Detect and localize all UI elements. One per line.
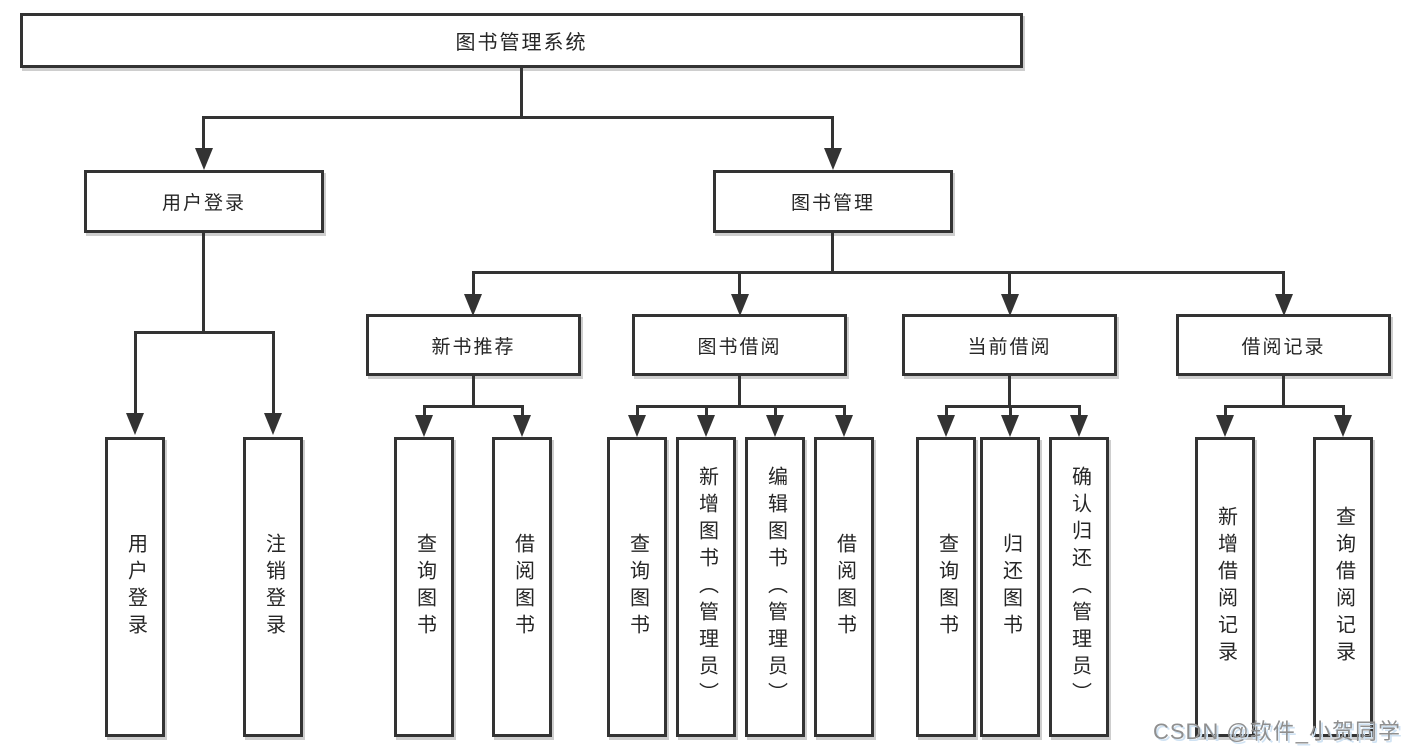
- arrow-down-icon: [697, 415, 715, 437]
- leaf-borrow-book-recommend: 借阅图书: [492, 437, 552, 737]
- node-current-borrow-label: 当前借阅: [967, 336, 1052, 358]
- connector-leaf-stem: [423, 405, 426, 417]
- node-new-book-recommend-label: 新书推荐: [431, 336, 516, 358]
- node-user-login-label: 用户登录: [161, 193, 246, 214]
- connector-leaf-stem: [843, 405, 846, 417]
- node-book-management: 图书管理: [713, 170, 953, 233]
- connector-user-login-stem: [202, 233, 205, 334]
- connector-to-borrow-record: [1282, 271, 1285, 296]
- leaf-add-book-admin: 新增图书（管理员）: [676, 437, 736, 737]
- node-borrow-record: 借阅记录: [1176, 314, 1391, 376]
- leaf-add-borrow-record: 新增借阅记录: [1195, 437, 1255, 737]
- connector-leaf-stem: [945, 405, 948, 417]
- connector-leaf-stem: [705, 405, 708, 417]
- connector-leaf-stem: [521, 405, 524, 417]
- arrow-down-icon: [195, 148, 213, 170]
- node-book-borrow-label: 图书借阅: [697, 336, 782, 358]
- arrow-down-icon: [628, 415, 646, 437]
- connector-book-borrow-stem: [738, 376, 741, 407]
- arrow-down-icon: [766, 415, 784, 437]
- node-book-management-label: 图书管理: [790, 193, 875, 214]
- node-borrow-record-label: 借阅记录: [1241, 336, 1326, 358]
- connector-new-book-recommend-stem: [472, 376, 475, 407]
- connector-leaf-stem: [1224, 405, 1227, 417]
- arrow-down-icon: [937, 415, 955, 437]
- arrow-down-icon: [835, 415, 853, 437]
- connector-leaf-stem: [1009, 405, 1012, 417]
- arrow-down-icon: [1070, 415, 1088, 437]
- connector-leaf-stem: [1078, 405, 1081, 417]
- csdn-watermark: CSDN @软件_小贺同学: [1152, 719, 1401, 744]
- connector-leaf-stem: [1342, 405, 1345, 417]
- connector-to-user-login: [202, 116, 205, 150]
- connector-book-management-crossbar: [472, 271, 1285, 274]
- leaf-query-book-current: 查询图书: [916, 437, 976, 737]
- connector-borrow-record-stem: [1282, 376, 1285, 407]
- node-root-label: 图书管理系统: [455, 32, 588, 54]
- connector-to-new-book-recommend: [472, 271, 475, 296]
- connector-current-borrow-stem: [1008, 376, 1011, 407]
- leaf-edit-book-admin: 编辑图书（管理员）: [745, 437, 805, 737]
- leaf-query-book-borrow: 查询图书: [607, 437, 667, 737]
- arrow-down-icon: [1216, 415, 1234, 437]
- leaf-logout-login: 注销登录: [243, 437, 303, 737]
- connector-leaf-stem: [636, 405, 639, 417]
- arrow-down-icon: [731, 294, 749, 316]
- leaf-user-login: 用户登录: [105, 437, 165, 737]
- connector-current-borrow-crossbar: [945, 405, 1081, 408]
- leaf-confirm-return-admin: 确认归还（管理员）: [1049, 437, 1109, 737]
- arrow-down-icon: [464, 294, 482, 316]
- node-user-login: 用户登录: [84, 170, 324, 233]
- arrow-down-icon: [513, 415, 531, 437]
- connector-book-borrow-crossbar: [636, 405, 846, 408]
- leaf-query-borrow-record: 查询借阅记录: [1313, 437, 1373, 737]
- connector-root-crossbar: [203, 116, 834, 119]
- connector-to-book-management: [831, 116, 834, 150]
- connector-root-stem: [520, 68, 523, 118]
- arrow-down-icon: [1275, 294, 1293, 316]
- arrow-down-icon: [824, 148, 842, 170]
- connector-borrow-record-crossbar: [1224, 405, 1345, 408]
- arrow-down-icon: [1001, 294, 1019, 316]
- node-new-book-recommend: 新书推荐: [366, 314, 581, 376]
- leaf-return-book: 归还图书: [980, 437, 1040, 737]
- connector-book-management-stem: [831, 233, 834, 274]
- connector-to-book-borrow: [738, 271, 741, 296]
- leaf-query-book-recommend: 查询图书: [394, 437, 454, 737]
- node-current-borrow: 当前借阅: [902, 314, 1117, 376]
- connector-to-leaf-logout: [272, 331, 275, 415]
- node-book-borrow: 图书借阅: [632, 314, 847, 376]
- node-root: 图书管理系统: [20, 13, 1023, 68]
- arrow-down-icon: [1334, 415, 1352, 437]
- arrow-down-icon: [415, 415, 433, 437]
- arrow-down-icon: [1001, 415, 1019, 437]
- connector-new-book-recommend-crossbar: [423, 405, 523, 408]
- leaf-borrow-book: 借阅图书: [814, 437, 874, 737]
- connector-to-leaf-user-login: [134, 331, 137, 415]
- connector-user-login-crossbar: [134, 331, 274, 334]
- connector-leaf-stem: [774, 405, 777, 417]
- arrow-down-icon: [264, 413, 282, 435]
- connector-to-current-borrow: [1008, 271, 1011, 296]
- arrow-down-icon: [126, 413, 144, 435]
